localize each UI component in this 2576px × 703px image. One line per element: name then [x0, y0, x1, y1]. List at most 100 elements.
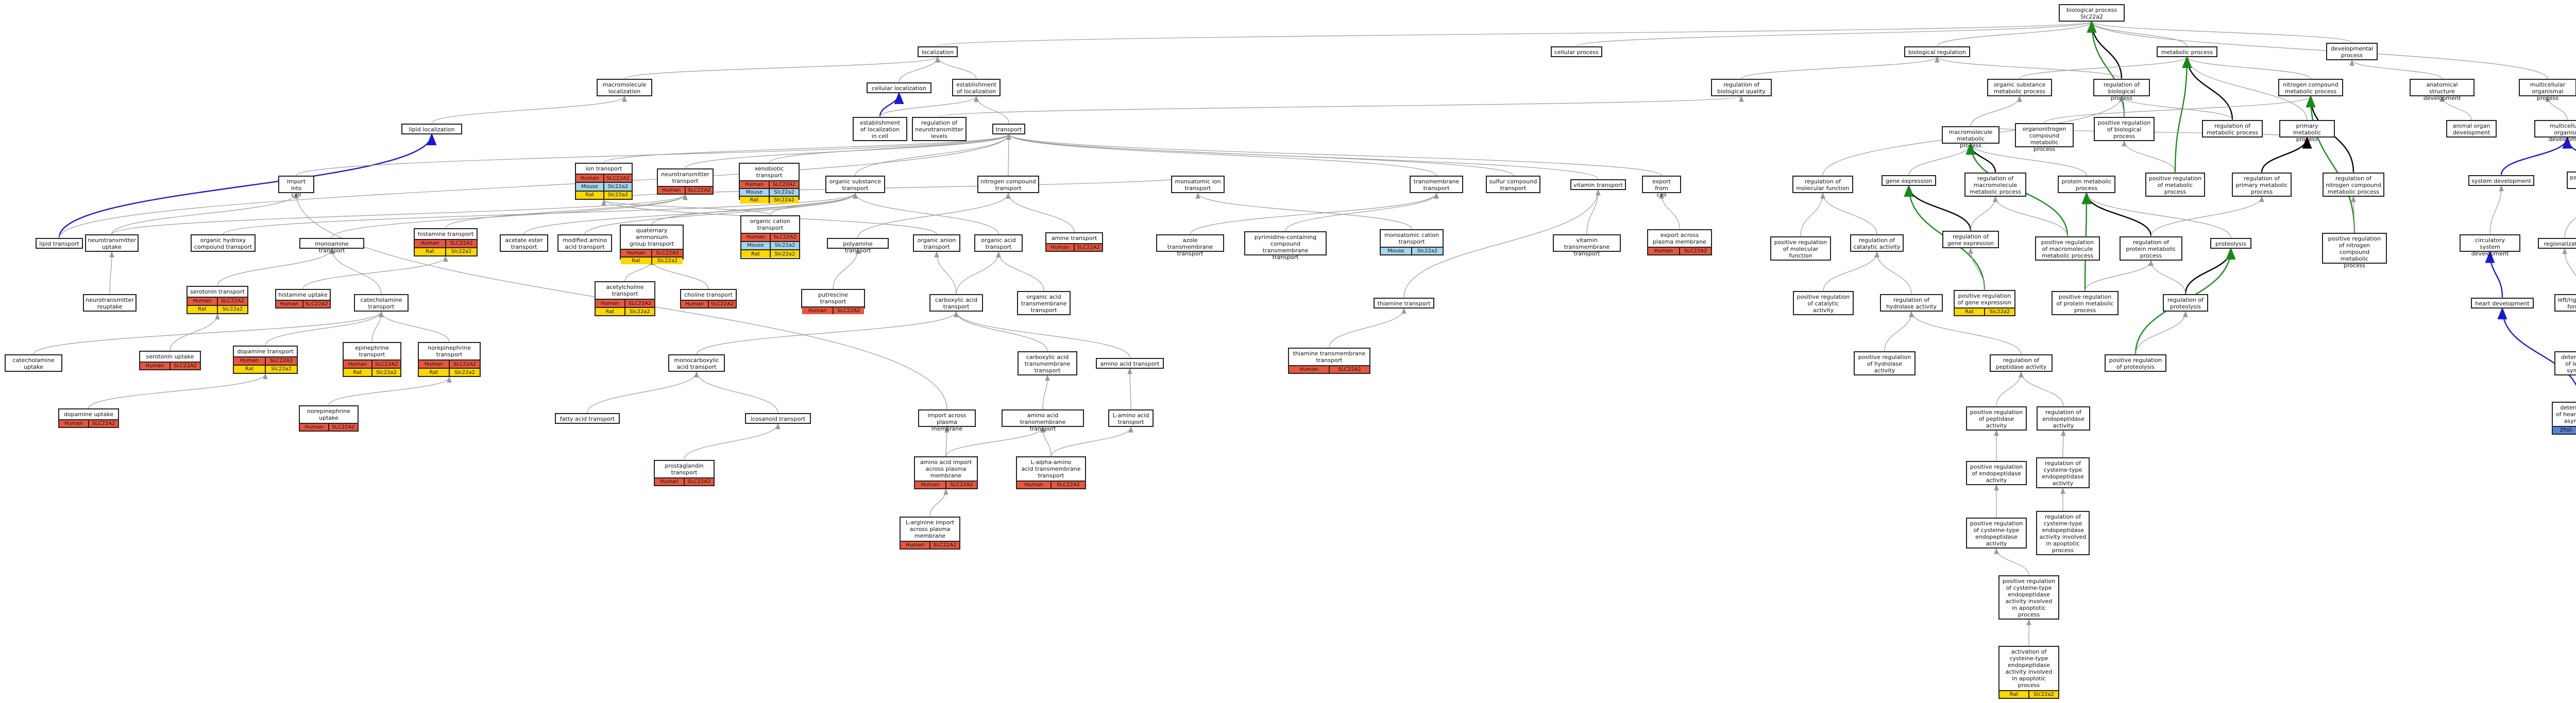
go-term-pos-reg-nitro[interactable]: positive regulation of nitrogen compound…: [2322, 233, 2387, 269]
go-term-polyamine[interactable]: polyamine transport: [827, 237, 889, 254]
go-term-import-cell[interactable]: import into cell: [278, 176, 314, 198]
go-term-pos-reg-bio[interactable]: positive regulation of biological proces…: [2094, 116, 2155, 141]
go-term-org-acid-tm[interactable]: organic acid transmembrane transport: [1017, 290, 1071, 315]
go-term-gene-expr[interactable]: gene expression: [1882, 175, 1936, 186]
go-term-reg-endopeptidase[interactable]: regulation of endopeptidase activity: [2037, 406, 2090, 431]
go-term-reg-cysteine-apop[interactable]: regulation of cysteine-type endopeptidas…: [2036, 511, 2090, 555]
go-term-estab-loc[interactable]: establishment of localization: [952, 79, 1001, 96]
go-term-orgnitro-met[interactable]: organonitrogen compound metabolic proces…: [2015, 123, 2074, 152]
go-term-monocarboxylic[interactable]: monocarboxylic acid transport: [668, 354, 725, 372]
go-term-reg-catalytic[interactable]: regulation of catalytic activity: [1850, 234, 1904, 252]
go-term-circulatory[interactable]: circulatory system development: [2460, 234, 2520, 257]
go-term-pyrimidine-tm[interactable]: pyrimidine-containing compound transmemb…: [1244, 231, 1327, 261]
go-term-pos-reg-macromol[interactable]: positive regulation of macromolecule met…: [2035, 236, 2100, 261]
go-term-pos-reg-cysteine[interactable]: positive regulation of cysteine-type end…: [1966, 518, 2027, 548]
go-term-reg-mol-func[interactable]: regulation of molecular function: [1792, 176, 1853, 193]
go-term-carboxylic[interactable]: carboxylic acid transport: [929, 294, 983, 312]
go-term-reg-proteolysis[interactable]: regulation of proteolysis: [2163, 294, 2208, 312]
go-term-loc[interactable]: localization: [918, 46, 958, 57]
go-term-nitro-transport[interactable]: nitrogen compound transport: [977, 176, 1039, 193]
go-term-pos-reg-proteolysis[interactable]: positive regulation of proteolysis: [2105, 354, 2166, 372]
go-term-carboxylic-tm[interactable]: carboxylic acid transmembrane transport: [1018, 351, 1077, 375]
go-term-macromol-met[interactable]: macromolecule metabolic process: [1942, 126, 1999, 149]
go-term-nitro-met[interactable]: nitrogen compound metabolic process: [2278, 79, 2343, 96]
go-term-l-alpha[interactable]: L-alpha-amino acid transmembrane transpo…: [1016, 456, 1086, 489]
go-term-multi-dev[interactable]: multicellular organism development: [2534, 120, 2576, 143]
go-term-primary-met[interactable]: primary metabolic process: [2279, 120, 2335, 143]
go-term-amino-acid-transport[interactable]: amino acid transport: [1096, 357, 1164, 369]
go-term-acetate-ester[interactable]: acetate ester transport: [500, 234, 548, 252]
go-term-bio-reg[interactable]: biological regulation: [1904, 46, 1970, 57]
go-term-cell-loc[interactable]: cellular localization: [867, 82, 931, 93]
go-term-det-heart-lr[interactable]: determination of heart left/right asymme…: [2552, 402, 2576, 435]
go-term-reg-bio-proc[interactable]: regulation of biological process: [2093, 79, 2150, 101]
go-term-lipid-transport[interactable]: lipid transport: [36, 237, 83, 249]
go-term-pos-reg-hydrolase[interactable]: positive regulation of hydrolase activit…: [1854, 351, 1916, 375]
go-term-reg-peptidase[interactable]: regulation of peptidase activity: [1990, 354, 2053, 372]
go-term-reg-nt-levels[interactable]: regulation of neurotransmitter levels: [912, 116, 967, 141]
go-term-multi-org[interactable]: multicellular organismal process: [2519, 79, 2576, 101]
go-term-fatty-acid[interactable]: fatty acid transport: [555, 413, 620, 424]
go-term-icosanoid[interactable]: icosanoid transport: [745, 413, 811, 424]
go-term-lipid-loc[interactable]: lipid localization: [401, 123, 462, 134]
go-term-protein-met[interactable]: protein metabolic process: [2058, 176, 2115, 193]
go-term-org-sub-met[interactable]: organic substance metabolic process: [1987, 79, 2052, 96]
go-term-nt-uptake[interactable]: neurotransmitter uptake: [85, 234, 139, 252]
go-term-leftright[interactable]: left/right pattern formation: [2554, 294, 2576, 312]
go-term-pos-reg-catalytic[interactable]: positive regulation of catalytic activit…: [1793, 290, 1854, 315]
go-term-regionalization[interactable]: regionalization: [2538, 237, 2576, 249]
go-term-bp[interactable]: biological process Slc22a2: [2059, 4, 2125, 22]
go-term-monoatomic-ion[interactable]: monoatomic ion transport: [1171, 176, 1225, 193]
go-term-reg-bio-qual[interactable]: regulation of biological quality: [1711, 79, 1772, 96]
go-term-dev-proc[interactable]: developmental process: [2326, 43, 2378, 60]
go-term-amino-acid-tm[interactable]: amino acid transmembrane transport: [1002, 409, 1084, 432]
go-term-org-sub-transport[interactable]: organic substance transport: [825, 176, 885, 193]
go-term-heart-dev[interactable]: heart development: [2471, 297, 2534, 308]
go-term-transport[interactable]: transport: [992, 123, 1025, 134]
go-term-reg-met[interactable]: regulation of metabolic process: [2202, 120, 2263, 138]
go-term-monoamine[interactable]: monoamine transport: [299, 237, 364, 254]
go-term-nt-reuptake[interactable]: neurotransmitter reuptake: [83, 294, 137, 312]
go-term-pos-reg-peptidase[interactable]: positive regulation of peptidase activit…: [1966, 406, 2027, 431]
go-term-animal-organ[interactable]: animal organ development: [2446, 120, 2497, 138]
go-term-proteolysis[interactable]: proteolysis: [2210, 237, 2251, 249]
go-term-cell-proc[interactable]: cellular process: [1551, 46, 1602, 57]
go-term-pos-reg-cysteine-apop[interactable]: positive regulation of cysteine-type end…: [1998, 575, 2059, 620]
go-term-l-amino[interactable]: L-amino acid transport: [1108, 409, 1154, 427]
go-term-anat-dev[interactable]: anatomical structure development: [2410, 79, 2475, 101]
go-term-vitamin-transport[interactable]: vitamin transport: [1570, 179, 1626, 190]
go-term-reg-cysteine[interactable]: regulation of cysteine-type endopeptidas…: [2036, 457, 2090, 488]
go-term-reg-macromol-met[interactable]: regulation of macromolecule metabolic pr…: [1964, 172, 2026, 197]
go-term-reg-hydrolase[interactable]: regulation of hydrolase activity: [1880, 294, 1943, 312]
go-term-pos-reg-mol-func[interactable]: positive regulation of molecular functio…: [1770, 236, 1831, 261]
go-term-reg-gene-expr[interactable]: regulation of gene expression: [1942, 231, 1999, 248]
go-term-azole-tm[interactable]: azole transmembrane transport: [1156, 234, 1224, 257]
go-term-vitamin-tm[interactable]: vitamin transmembrane transport: [1553, 234, 1621, 257]
go-term-import-pm[interactable]: import across plasma membrane: [918, 409, 976, 432]
go-term-reg-primary-met[interactable]: regulation of primary metabolic process: [2232, 172, 2292, 197]
go-term-pos-reg-endopeptidase[interactable]: positive regulation of endopeptidase act…: [1966, 460, 2027, 485]
go-term-met-proc[interactable]: metabolic process: [2157, 46, 2217, 57]
go-term-org-acid[interactable]: organic acid transport: [974, 234, 1023, 252]
go-term-org-hydroxy[interactable]: organic hydroxy compound transport: [191, 234, 256, 252]
